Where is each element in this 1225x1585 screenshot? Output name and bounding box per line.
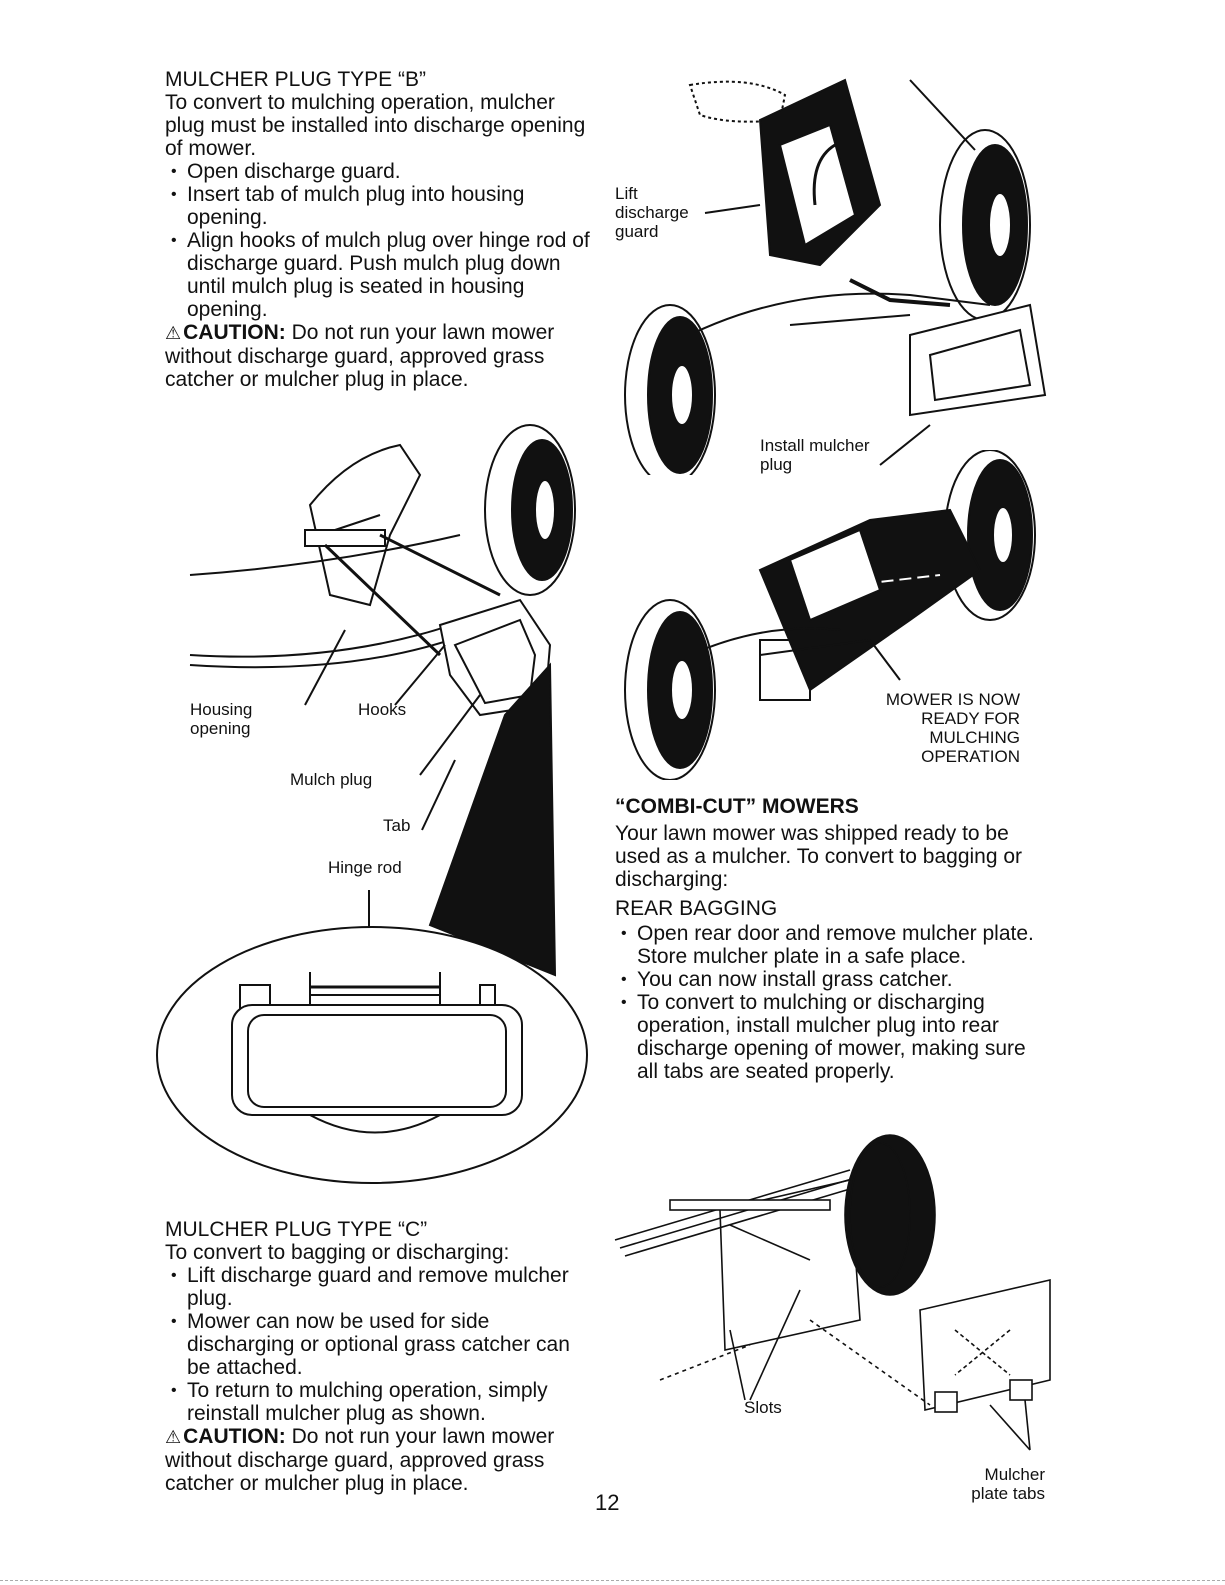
rear-mulcher-plate-diagram <box>614 1134 1051 1451</box>
type-b-steps: Open discharge guard. Insert tab of mulc… <box>165 160 595 321</box>
type-c-intro: To convert to bagging or discharging: <box>165 1241 510 1264</box>
rear-bagging-step: You can now install grass catcher. <box>615 968 1040 991</box>
combi-cut-heading: “COMBI-CUT” MOWERS <box>615 795 859 818</box>
type-b-caution: ⚠CAUTION: Do not run your lawn mower wit… <box>165 321 595 391</box>
rear-bagging-steps: Open rear door and remove mulcher plate.… <box>615 922 1040 1083</box>
type-c-step: To return to mulching operation, simply … <box>165 1379 595 1425</box>
type-c-caution: ⚠CAUTION: Do not run your lawn mower wit… <box>165 1425 595 1495</box>
type-b-step: Align hooks of mulch plug over hinge rod… <box>165 229 595 321</box>
type-b-intro: To convert to mulching operation, mulche… <box>165 91 586 160</box>
lift-guard-install-plug-diagram <box>624 78 1047 475</box>
label-slots: Slots <box>744 1398 782 1417</box>
type-c-section: MULCHER PLUG TYPE “C” To convert to bagg… <box>165 1218 595 1495</box>
type-c-step: Lift discharge guard and remove mulcher … <box>165 1264 595 1310</box>
page-number: 12 <box>595 1490 620 1515</box>
label-hinge-rod: Hinge rod <box>328 858 402 877</box>
caution-text: Do not run your lawn mower without disch… <box>165 1425 555 1495</box>
type-c-step: Mower can now be used for side dischargi… <box>165 1310 595 1379</box>
warning-triangle-icon: ⚠ <box>165 1427 182 1447</box>
type-c-heading: MULCHER PLUG TYPE “C” <box>165 1218 428 1241</box>
mulch-plug-type-b-diagram <box>156 424 588 1184</box>
warning-triangle-icon: ⚠ <box>165 323 182 343</box>
rear-bagging-step: To convert to mulching or discharging op… <box>615 991 1040 1083</box>
caution-label: CAUTION: <box>183 1425 286 1448</box>
page-bottom-divider <box>0 1580 1225 1581</box>
caution-label: CAUTION: <box>183 321 286 344</box>
mower-ready-diagram <box>624 450 1036 780</box>
type-b-section: MULCHER PLUG TYPE “B” To convert to mulc… <box>165 68 595 391</box>
label-mulch-plug: Mulch plug <box>290 770 373 789</box>
type-c-steps: Lift discharge guard and remove mulcher … <box>165 1264 595 1425</box>
label-mower-ready: MOWER IS NOW READY FOR MULCHING OPERATIO… <box>885 690 1020 766</box>
type-b-step: Open discharge guard. <box>165 160 595 183</box>
combi-cut-section: “COMBI-CUT” MOWERS Your lawn mower was s… <box>615 795 1040 1083</box>
combi-cut-intro: Your lawn mower was shipped ready to be … <box>615 822 1023 891</box>
type-b-heading: MULCHER PLUG TYPE “B” <box>165 68 426 91</box>
label-tab: Tab <box>383 816 411 835</box>
label-hooks: Hooks <box>358 700 407 719</box>
rear-bagging-step: Open rear door and remove mulcher plate.… <box>615 922 1040 968</box>
label-lift-discharge-guard: Lift discharge guard <box>615 184 689 241</box>
caution-text: Do not run your lawn mower without disch… <box>165 321 555 391</box>
rear-bagging-heading: REAR BAGGING <box>615 897 778 920</box>
label-install-mulcher-plug: Install mulcher plug <box>760 436 870 474</box>
label-mulcher-plate-tabs: Mulcher plate tabs <box>971 1465 1045 1503</box>
label-housing-opening: Housing opening <box>190 700 253 738</box>
type-b-step: Insert tab of mulch plug into housing op… <box>165 183 595 229</box>
